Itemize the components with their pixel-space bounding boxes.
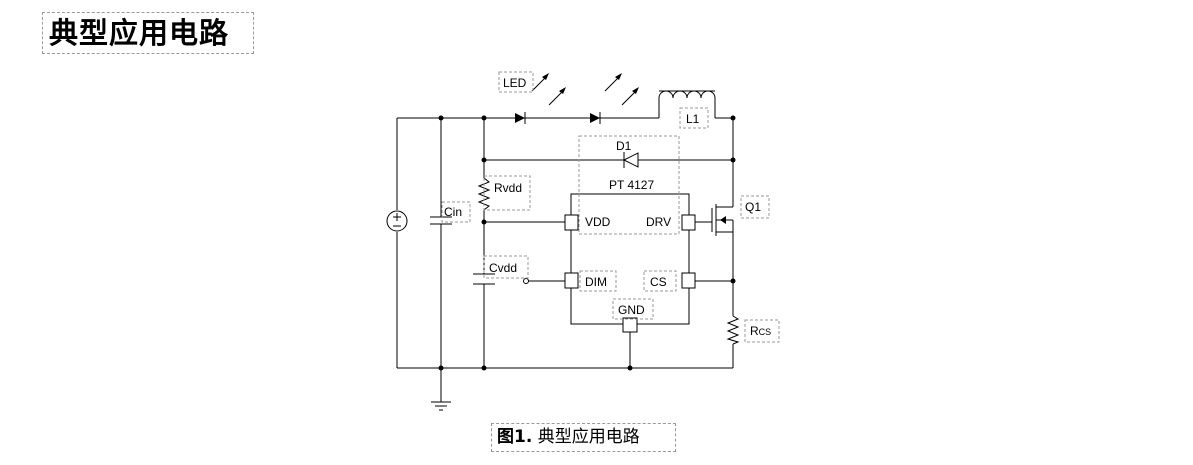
cin-label-frame [441, 201, 471, 223]
cvdd-label-frame [483, 255, 529, 279]
gnd-label-frame [612, 298, 654, 320]
rvdd-label: Rvdd [494, 181, 522, 195]
ground-icon [431, 401, 451, 411]
rvdd-resistor-icon [477, 177, 491, 211]
rcs-resistor-icon [726, 315, 740, 345]
pin-vdd-label: VDD [585, 215, 611, 229]
l1-label-frame [679, 107, 709, 129]
chip-part-label: PT 4127 [609, 178, 654, 192]
page-title: 典型应用电路 [49, 16, 230, 50]
q1-label: Q1 [745, 200, 761, 214]
cvdd-label: Cvdd [489, 261, 517, 275]
dim-terminal [523, 278, 529, 284]
caption-text: 典型应用电路 [537, 427, 640, 447]
cin-label: Cin [444, 205, 462, 219]
dim-label-frame [579, 270, 617, 292]
pin-cs-label: CS [650, 275, 667, 289]
led-diode-1-icon [515, 112, 526, 124]
caption-frame [491, 423, 676, 452]
cs-label-frame [643, 270, 677, 292]
junctions [438, 115, 736, 371]
caption-figure-number: 图1. [497, 427, 533, 447]
rcs-label: RCS [750, 324, 771, 338]
pin-dim-pad [564, 272, 579, 289]
pin-cs-pad [681, 272, 696, 289]
pin-vdd-pad [564, 214, 579, 231]
led-light-arrows-icon [531, 73, 639, 106]
pin-dim-label: DIM [585, 275, 607, 289]
led-diode-2-icon [590, 112, 601, 124]
led-label-frame [498, 71, 534, 93]
wires [396, 117, 734, 402]
d1-diode-icon [622, 152, 639, 168]
figure-caption: 图1. 典型应用电路 [497, 424, 640, 451]
inductor-l1-icon [658, 90, 716, 118]
heading-frame [42, 12, 254, 54]
led-label: LED [503, 76, 527, 90]
rcs-label-frame [744, 319, 780, 343]
pin-gnd-pad [622, 317, 638, 333]
rvdd-label-frame [483, 175, 531, 211]
mosfet-q1-icon [711, 193, 734, 236]
cin-capacitor-icon [430, 216, 452, 225]
l1-label: L1 [686, 112, 700, 126]
chip-region-frame [578, 135, 680, 235]
pin-drv-pad [681, 214, 696, 231]
pin-drv-label: DRV [646, 215, 671, 229]
voltage-source-icon [386, 210, 408, 232]
d1-label: D1 [616, 139, 632, 153]
pin-gnd-label: GND [618, 303, 645, 317]
cvdd-capacitor-icon [473, 273, 495, 285]
